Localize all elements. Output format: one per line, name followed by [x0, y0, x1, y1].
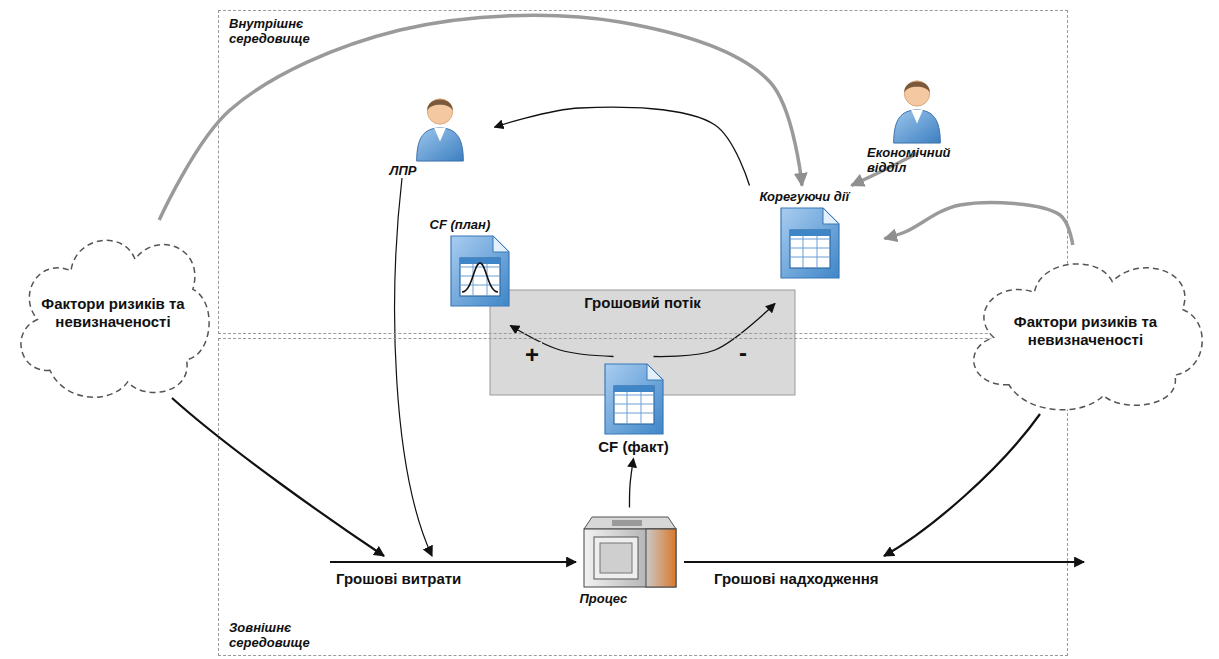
cash-in-flow-line: [684, 561, 1084, 563]
node-label: Процес: [580, 591, 680, 606]
decision-arrow: [395, 178, 432, 556]
node-label: Фактори ризиків та невизначеності: [991, 313, 1181, 349]
person-node: Економічний відділ: [795, 72, 1040, 154]
person-icon: [887, 75, 947, 145]
risk-cloud: Фактори ризиків та невизначеності: [8, 220, 218, 405]
risk-cloud: Фактори ризиків та невизначеності: [958, 245, 1213, 417]
environment-region: Внутрішнє середовищеЛПР Економічний відді…: [218, 10, 1068, 334]
node-label: CF (план): [430, 217, 530, 232]
document-icon: [777, 204, 843, 282]
node-label: Корегуючи дії: [760, 189, 860, 204]
node-label: Внутрішнє середовище: [229, 16, 329, 46]
process-machine-icon: [580, 511, 680, 591]
flow-arrow: [495, 107, 750, 185]
document-icon: [601, 360, 667, 438]
flow-arrow: [629, 459, 633, 508]
influence-arrow: [885, 203, 1073, 245]
document-icon: [447, 232, 513, 310]
node-label: CF (факт): [598, 438, 668, 456]
risk-arrow: [172, 398, 384, 556]
person-icon: [410, 93, 470, 163]
node-label: Зовнішнє середовище: [229, 620, 329, 650]
document-node: CF (факт): [584, 357, 684, 459]
cash-out-flow-line: [330, 561, 576, 563]
node-label: Економічний відділ: [867, 145, 967, 175]
node-label: Грошовий потік: [584, 294, 701, 312]
edge-sign-label: +: [522, 342, 542, 368]
risk-arrow: [884, 414, 1040, 556]
person-node: ЛПР: [385, 90, 495, 184]
node-label: Фактори ризиків та невизначеності: [24, 295, 202, 331]
flow-label: Грошові витрати: [334, 570, 463, 587]
flow-label: Грошові надходження: [712, 570, 881, 587]
edge-sign-label: -: [736, 340, 750, 366]
node-label: ЛПР: [390, 163, 490, 178]
process-node: Процес: [565, 508, 695, 630]
flow-arrow: [654, 304, 776, 357]
influence-arrow: [159, 15, 802, 220]
document-node: CF (план): [425, 214, 535, 326]
document-node: Корегуючи дії: [735, 186, 885, 304]
